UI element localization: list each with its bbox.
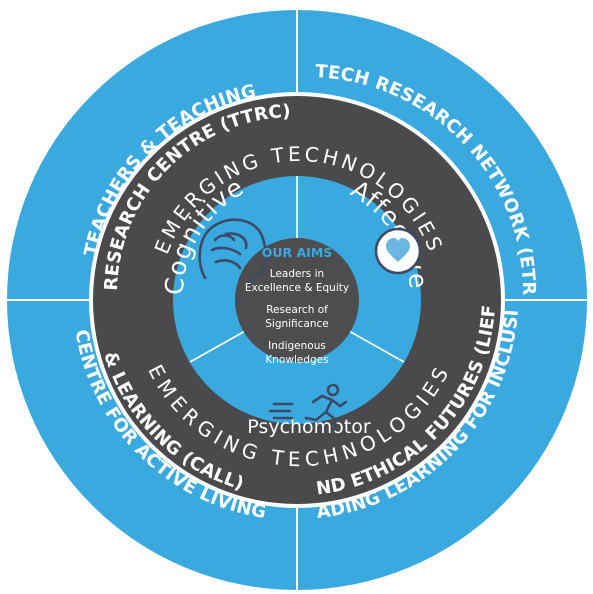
aim-1-line1: Leaders in (270, 268, 324, 280)
aim-1-line2: Excellence & Equity (245, 282, 349, 294)
aims-circle (235, 238, 359, 362)
aim-3-line2: Knowledges (265, 354, 328, 366)
running-person-icon (268, 383, 348, 432)
psychomotor-label: Psychomotor (247, 416, 371, 438)
aim-3-line1: Indigenous (268, 340, 326, 352)
aims-title: OUR AIMS (262, 245, 333, 260)
inner-divider-right (339, 325, 405, 363)
inner-divider-left (189, 325, 255, 363)
brain-head-icon (198, 218, 272, 288)
aim-2-line2: Significance (265, 318, 329, 330)
heart-icon (374, 227, 422, 275)
aim-2-line1: Research of (266, 304, 328, 316)
